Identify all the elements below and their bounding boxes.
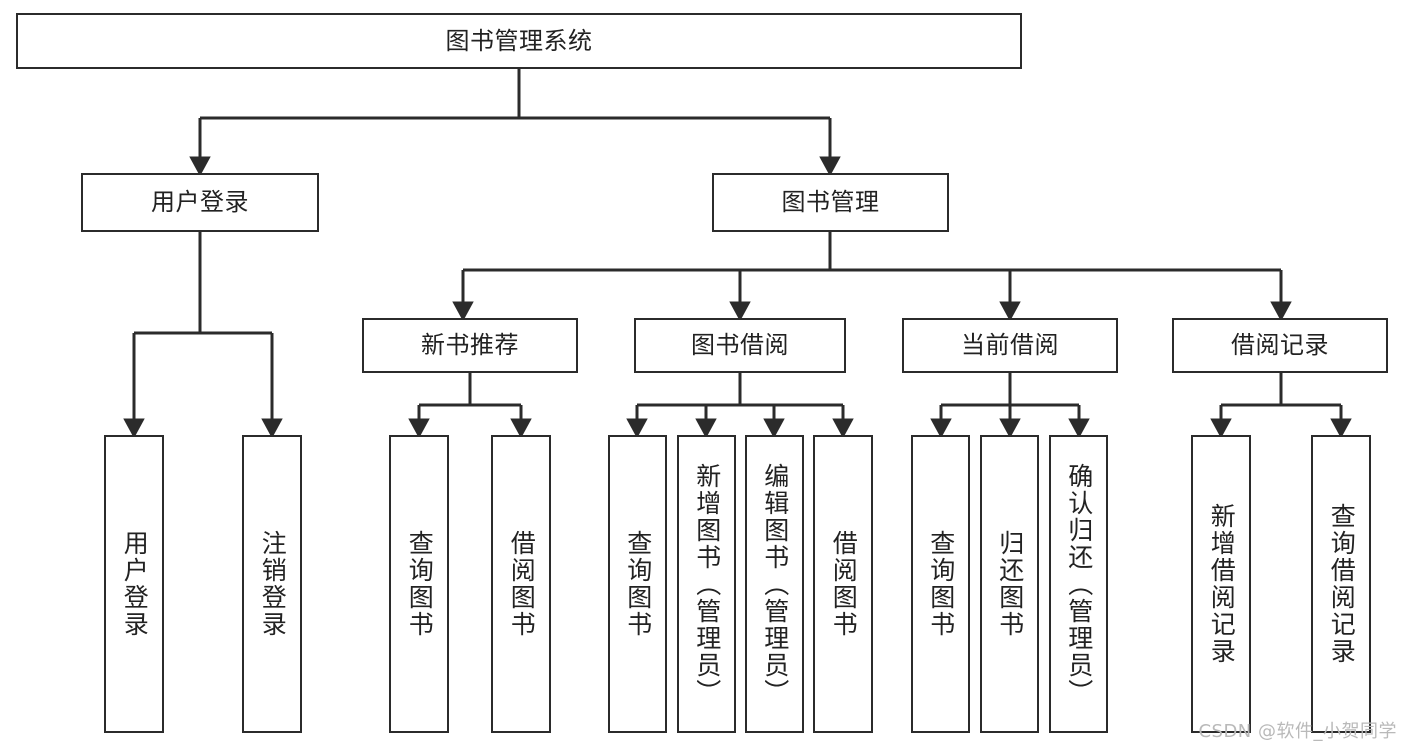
node-leaf-query-book-3-label: 查询图书 <box>926 530 956 638</box>
node-new-book-rec-label: 新书推荐 <box>421 331 519 360</box>
node-leaf-add-record[interactable]: 新增借阅记录 <box>1191 435 1251 733</box>
node-leaf-query-record[interactable]: 查询借阅记录 <box>1311 435 1371 733</box>
node-leaf-borrow-book-2[interactable]: 借阅图书 <box>813 435 873 733</box>
node-current-borrow-label: 当前借阅 <box>961 331 1059 360</box>
node-root-label: 图书管理系统 <box>445 26 593 55</box>
node-leaf-borrow-book-1-label: 借阅图书 <box>507 530 537 638</box>
node-leaf-return-book-label: 归还图书 <box>995 530 1025 638</box>
node-book-manage-label: 图书管理 <box>781 188 880 217</box>
node-leaf-query-book-3[interactable]: 查询图书 <box>911 435 970 733</box>
node-leaf-return-book[interactable]: 归还图书 <box>980 435 1039 733</box>
node-root[interactable]: 图书管理系统 <box>16 13 1022 69</box>
node-leaf-user-login[interactable]: 用户登录 <box>104 435 164 733</box>
node-user-login-label: 用户登录 <box>151 188 249 217</box>
node-leaf-query-book-1[interactable]: 查询图书 <box>389 435 449 733</box>
node-leaf-add-book[interactable]: 新增图书（管理员） <box>677 435 736 733</box>
csdn-watermark: CSDN @软件_小贺同学 <box>1198 721 1397 742</box>
node-book-manage[interactable]: 图书管理 <box>712 173 949 232</box>
node-leaf-user-logout-label: 注销登录 <box>258 530 288 638</box>
node-leaf-borrow-book-2-label: 借阅图书 <box>829 530 859 638</box>
node-book-borrow-label: 图书借阅 <box>691 331 789 360</box>
node-user-login[interactable]: 用户登录 <box>81 173 319 232</box>
node-leaf-confirm-return-label: 确认归还（管理员） <box>1064 462 1094 706</box>
node-book-borrow[interactable]: 图书借阅 <box>634 318 846 373</box>
node-current-borrow[interactable]: 当前借阅 <box>902 318 1118 373</box>
node-borrow-record[interactable]: 借阅记录 <box>1172 318 1388 373</box>
node-leaf-user-logout[interactable]: 注销登录 <box>242 435 302 733</box>
node-leaf-query-record-label: 查询借阅记录 <box>1327 503 1357 665</box>
node-leaf-query-book-2[interactable]: 查询图书 <box>608 435 667 733</box>
node-borrow-record-label: 借阅记录 <box>1231 331 1329 360</box>
node-leaf-query-book-1-label: 查询图书 <box>405 530 435 638</box>
node-leaf-confirm-return[interactable]: 确认归还（管理员） <box>1049 435 1108 733</box>
node-leaf-edit-book-label: 编辑图书（管理员） <box>760 462 790 706</box>
node-leaf-borrow-book-1[interactable]: 借阅图书 <box>491 435 551 733</box>
node-leaf-add-book-label: 新增图书（管理员） <box>692 462 722 706</box>
node-new-book-rec[interactable]: 新书推荐 <box>362 318 578 373</box>
node-leaf-query-book-2-label: 查询图书 <box>623 530 653 638</box>
node-leaf-user-login-label: 用户登录 <box>120 530 150 638</box>
node-leaf-edit-book[interactable]: 编辑图书（管理员） <box>745 435 804 733</box>
node-leaf-add-record-label: 新增借阅记录 <box>1207 503 1237 665</box>
